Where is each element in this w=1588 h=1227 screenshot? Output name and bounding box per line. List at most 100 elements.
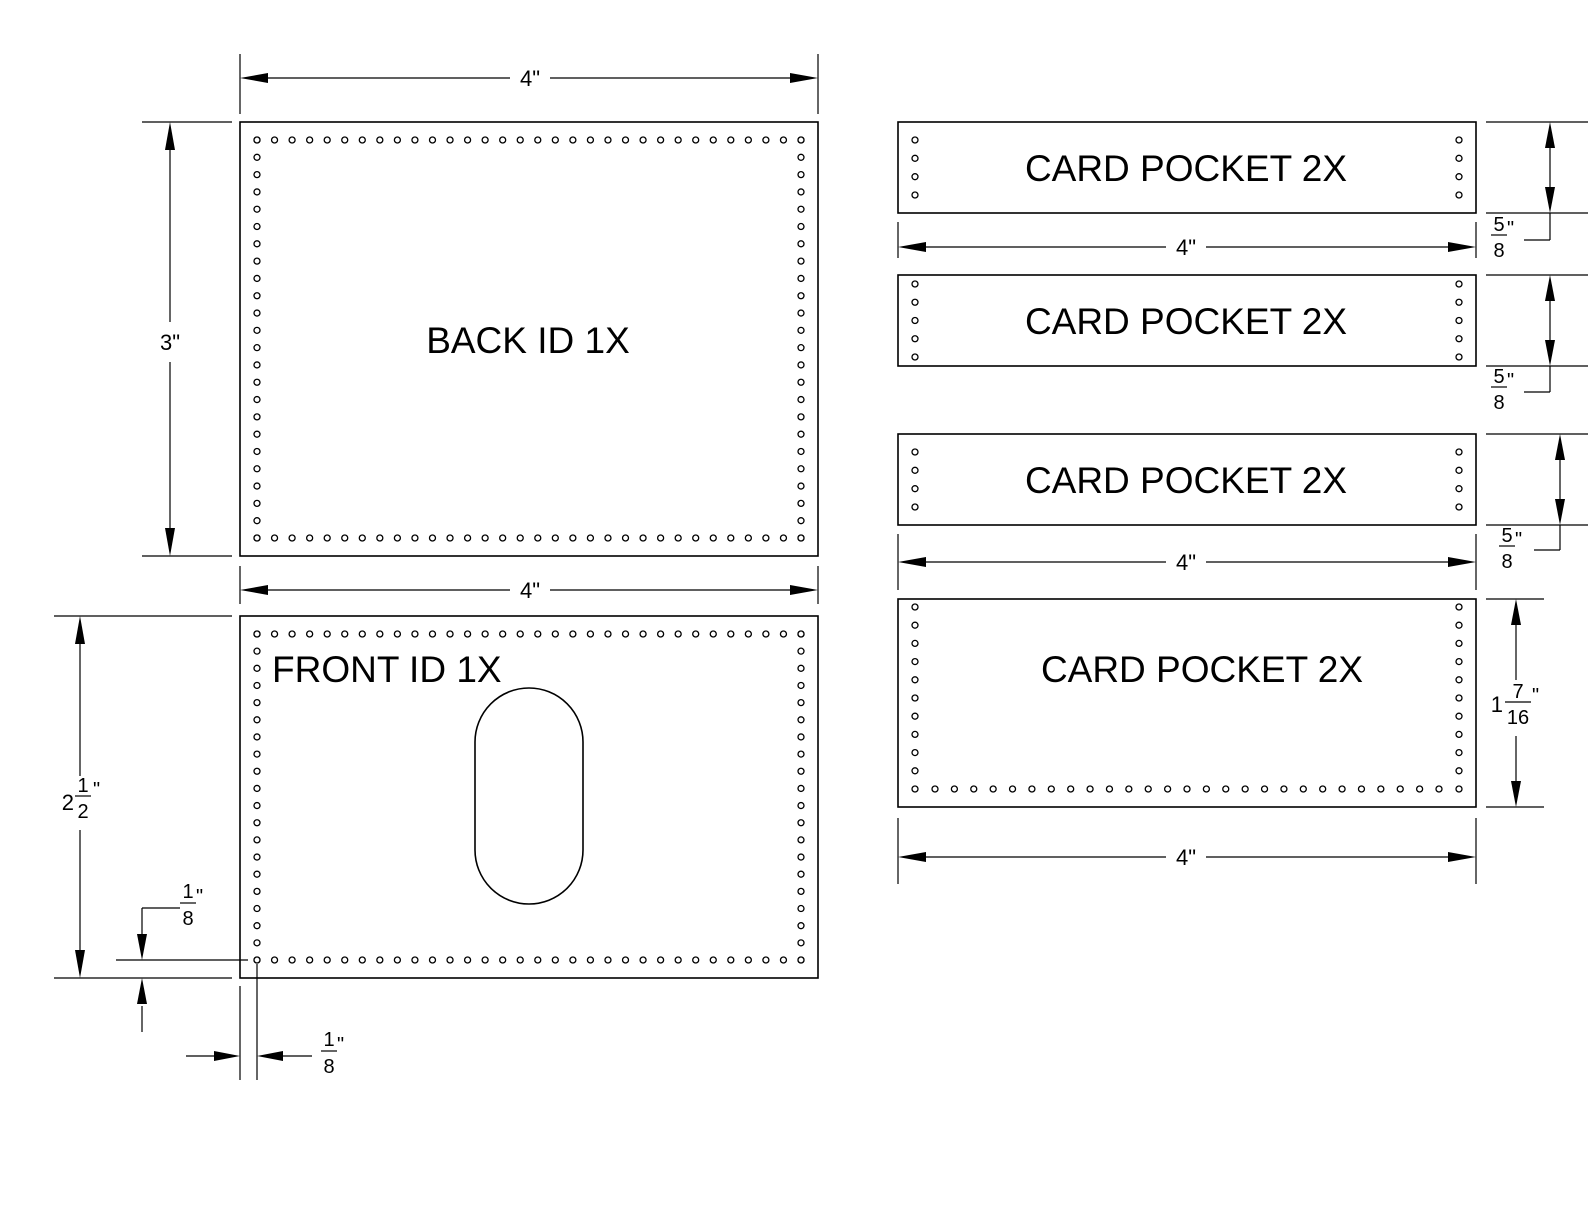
- stitch-hole: [797, 681, 805, 690]
- stitch-hole: [797, 534, 805, 542]
- stitch-hole: [911, 748, 919, 757]
- stitch-hole: [253, 733, 261, 741]
- stitch-hole: [1260, 785, 1269, 793]
- stitch-hole: [376, 956, 384, 964]
- stitch-hole: [674, 136, 682, 144]
- card-pocket-2-height-numerator: 5: [1493, 366, 1504, 388]
- stitch-hole: [253, 956, 261, 964]
- stitch-hole: [428, 956, 437, 964]
- stitch-hole: [911, 657, 919, 666]
- stitch-hole: [911, 316, 919, 325]
- stitch-hole: [463, 534, 472, 542]
- stitch-hole: [621, 630, 630, 638]
- stitch-hole: [288, 956, 296, 964]
- stitch-hole: [911, 503, 919, 511]
- stitch-hole: [428, 630, 437, 638]
- stitch-hole: [358, 136, 366, 144]
- back-id-stitch-holes: [253, 136, 805, 542]
- stitch-hole: [1455, 748, 1463, 757]
- stitch-hole: [1455, 621, 1463, 629]
- stitch-hole: [797, 344, 805, 352]
- stitch-hole: [411, 136, 419, 144]
- stitch-hole: [604, 136, 612, 144]
- stitch-hole: [551, 136, 559, 144]
- stitch-hole: [1028, 785, 1036, 793]
- stitch-hole: [727, 136, 735, 144]
- stitch-hole: [586, 136, 595, 144]
- stitch-hole: [1455, 485, 1463, 493]
- stitch-hole: [253, 344, 261, 352]
- back-id-height-dimension: 3": [142, 121, 232, 557]
- stitch-hole: [797, 274, 805, 283]
- stitch-hole: [797, 664, 805, 672]
- stitch-hole: [288, 630, 296, 638]
- stitch-hole: [727, 630, 735, 638]
- stitch-hole: [305, 534, 314, 542]
- front-id-width-text: 4": [520, 578, 540, 603]
- stitch-hole: [516, 136, 524, 144]
- stitch-hole: [656, 630, 665, 638]
- card-pocket-1-height-denominator: 8: [1493, 240, 1504, 262]
- stitch-hole: [797, 240, 805, 248]
- stitch-hole: [253, 681, 261, 690]
- stitch-hole: [621, 534, 630, 542]
- stitch-hole: [1222, 785, 1230, 793]
- card-pocket-3-height-numerator: 5: [1501, 525, 1512, 547]
- stitch-hole: [911, 785, 919, 793]
- card-pocket-3: CARD POCKET 2X: [897, 433, 1477, 526]
- stitch-hole: [1455, 335, 1463, 343]
- stitch-hole: [253, 853, 261, 861]
- stitch-hole: [797, 836, 805, 844]
- stitch-hole: [1396, 785, 1404, 793]
- stitch-hole: [797, 482, 805, 490]
- stitch-hole: [569, 136, 577, 144]
- stitch-hole: [481, 534, 489, 542]
- stitch-hole: [481, 956, 489, 964]
- stitch-hole: [797, 956, 805, 964]
- card-pocket-4-label: CARD POCKET 2X: [1041, 649, 1363, 690]
- back-id-width-dimension: 4": [239, 54, 819, 114]
- stitch-hole: [323, 956, 331, 964]
- card-pocket-4-height-numerator: 7: [1512, 681, 1523, 703]
- stitch-hole: [797, 222, 805, 231]
- stitch-inset-horizontal-dimension: 1 8 ": [186, 964, 344, 1080]
- stitch-hole: [762, 136, 770, 144]
- stitch-hole: [1455, 639, 1463, 648]
- stitch-hole: [393, 630, 402, 638]
- stitch-hole: [709, 534, 717, 542]
- stitch-hole: [358, 630, 366, 638]
- stitch-hole: [797, 465, 805, 473]
- stitch-hole: [499, 534, 507, 542]
- stitch-hole: [744, 136, 753, 144]
- stitch-hole: [253, 904, 261, 913]
- stitch-hole: [656, 956, 665, 964]
- stitch-hole: [797, 853, 805, 861]
- card-pocket-4-width-text: 4": [1176, 845, 1196, 870]
- stitch-hole: [253, 430, 261, 438]
- stitch-hole: [692, 630, 700, 638]
- stitch-hole: [797, 517, 805, 525]
- stitch-hole: [253, 819, 261, 827]
- stitch-hole: [1319, 785, 1327, 793]
- stitch-hole: [253, 222, 261, 231]
- front-id-outline: [239, 615, 819, 979]
- stitch-hole: [551, 534, 559, 542]
- back-id-height-text: 3": [160, 330, 180, 355]
- stitch-inset-horizontal-numerator: 1: [323, 1029, 334, 1051]
- stitch-hole: [323, 534, 331, 542]
- stitch-hole: [1163, 785, 1172, 793]
- stitch-hole: [253, 887, 261, 896]
- stitch-inset-horizontal-denominator: 8: [323, 1056, 334, 1078]
- card-pocket-3-stitch-holes: [911, 448, 1463, 511]
- stitch-hole: [393, 956, 402, 964]
- stitch-hole: [604, 534, 612, 542]
- front-id-label: FRONT ID 1X: [272, 649, 502, 690]
- card-pocket-4-width-dimension: 4": [897, 818, 1477, 884]
- card-pocket-2-stitch-holes: [911, 280, 1463, 361]
- front-id-width-dimension: 4": [239, 566, 819, 604]
- stitch-hole: [797, 170, 805, 179]
- stitch-hole: [911, 712, 919, 720]
- stitch-hole: [253, 836, 261, 844]
- card-pocket-4-stitch-holes: [911, 603, 1463, 793]
